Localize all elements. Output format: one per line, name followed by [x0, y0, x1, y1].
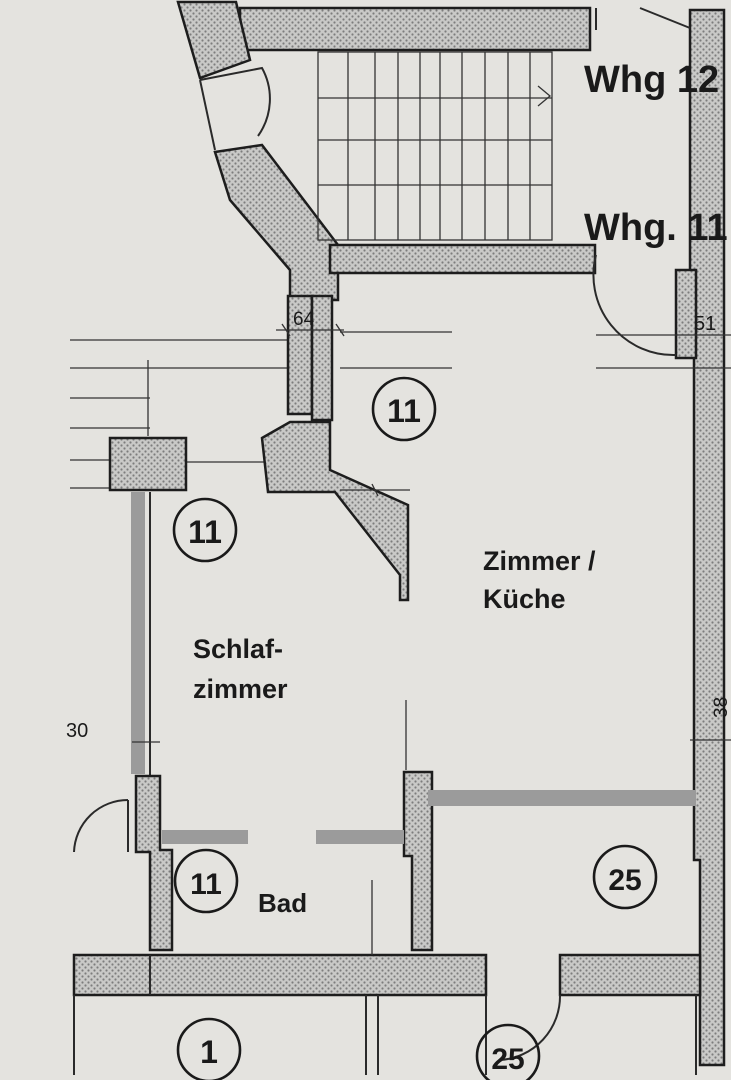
marker-25-bottom: 25	[475, 1023, 541, 1080]
bad-door-swing	[73, 799, 129, 853]
marker-11-b: 11	[172, 497, 238, 563]
room-label-kueche: Küche	[483, 584, 566, 614]
bottom-door-swing	[499, 994, 562, 1061]
dimension-38: 38	[711, 697, 731, 718]
marker-11-c-text: 11	[190, 868, 222, 901]
stairwell	[176, 0, 597, 302]
dimension-64: 64	[293, 309, 315, 330]
room-label-zimmer2: zimmer	[193, 674, 288, 704]
marker-1-text: 1	[200, 1034, 218, 1070]
marker-1: 1	[176, 1017, 242, 1080]
room-label-zimmer: Zimmer /	[483, 546, 596, 576]
dimension-lines	[132, 323, 731, 770]
right-exterior-wall	[592, 7, 726, 1067]
entrance-door-swing	[199, 66, 271, 137]
interior-walls	[72, 294, 702, 1075]
stair-treads	[317, 51, 553, 241]
marker-11-a: 11	[371, 376, 437, 442]
dimension-51: 51	[694, 313, 716, 335]
corridor	[70, 331, 731, 489]
marker-11-b-text: 11	[188, 514, 222, 550]
room-label-schlaf: Schlaf-	[193, 634, 283, 664]
marker-25-bottom-text: 25	[491, 1043, 524, 1076]
room-label-bad: Bad	[258, 888, 307, 918]
marker-25: 25	[592, 844, 658, 910]
marker-11-a-text: 11	[387, 393, 421, 429]
whg11-door-swing	[592, 254, 677, 357]
marker-25-text: 25	[608, 864, 641, 897]
marker-11-c: 11	[173, 848, 239, 914]
unit-label-whg12: Whg 12	[584, 59, 719, 101]
dimension-30: 30	[66, 720, 88, 742]
unit-label-whg11: Whg. 11	[584, 207, 728, 249]
